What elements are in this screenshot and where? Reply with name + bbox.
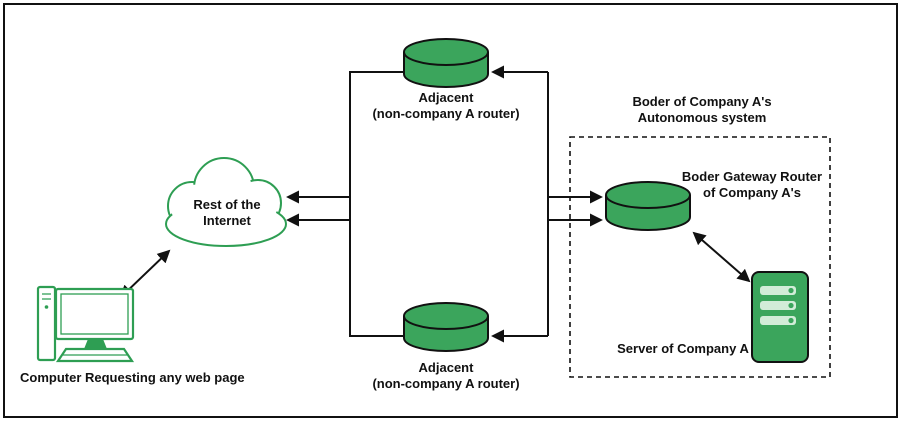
autonomous-system-boundary xyxy=(569,136,831,378)
computer-icon xyxy=(36,285,135,363)
top-adjacent-router-label: Adjacent (non-company A router) xyxy=(372,90,520,121)
bottom-adjacent-router-icon xyxy=(403,302,489,352)
bottom-adjacent-router-label: Adjacent (non-company A router) xyxy=(372,360,520,391)
server-icon xyxy=(751,271,809,363)
left-trunk-line xyxy=(349,71,404,337)
server-label: Server of Company A xyxy=(617,341,749,356)
arrow-bgp-server xyxy=(692,231,751,283)
cloud-label: Rest of the Internet xyxy=(193,197,261,228)
bgp-router-label: Boder Gateway Router of Company A's xyxy=(681,169,823,200)
autonomous-system-title: Boder of Company A's Autonomous system xyxy=(632,94,772,125)
computer-label: Computer Requesting any web page xyxy=(20,370,245,385)
internet-cloud-icon xyxy=(165,157,287,247)
top-adjacent-router-icon xyxy=(403,38,489,88)
